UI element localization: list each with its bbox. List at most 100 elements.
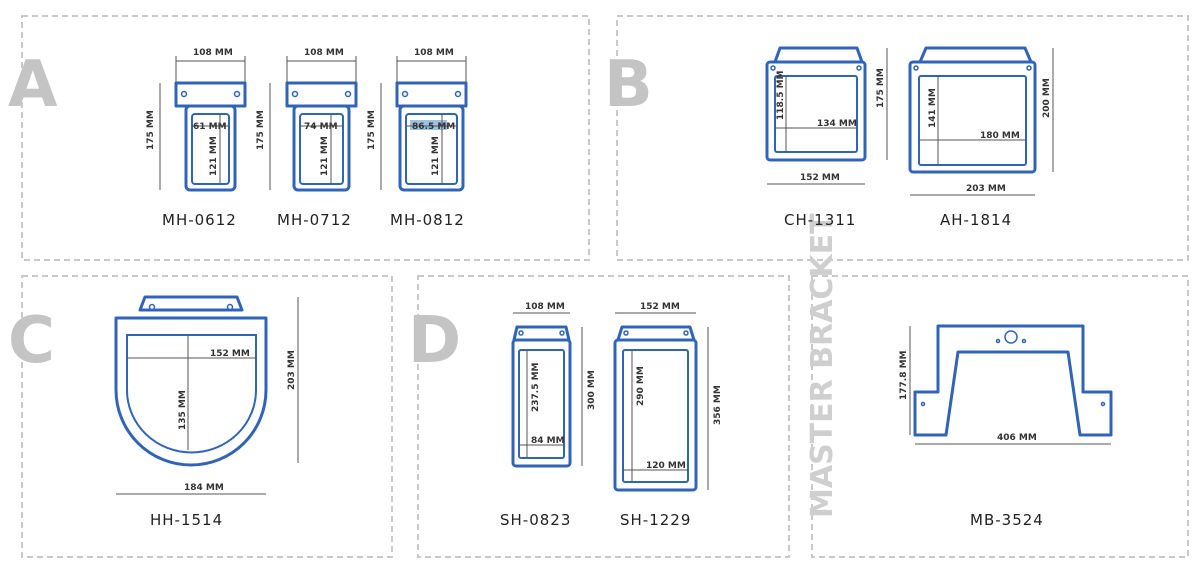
mh0812-height-label: 175 MM	[367, 110, 377, 150]
mh0812-width-label: 108 MM	[414, 48, 454, 58]
hh1514-inner-w-label: 152 MM	[210, 349, 250, 359]
sh1229-model-label: SH-1229	[620, 511, 691, 529]
hh1514-hole-right	[226, 303, 234, 311]
hh1514-height-label: 203 MM	[287, 350, 297, 390]
sh1229-width-label: 152 MM	[640, 302, 680, 312]
mh0712-height-label: 175 MM	[256, 110, 266, 150]
ch1311-model-label: CH-1311	[784, 211, 856, 229]
sh1229-hole-right	[683, 330, 689, 336]
mb3524-foot-hole-right	[1100, 401, 1106, 407]
ah1814-tab	[918, 46, 1033, 64]
mh0712-hole-left	[291, 90, 299, 98]
mh0612-inner-w-label: 61 MM	[193, 122, 227, 132]
hh1514-model-label: HH-1514	[150, 511, 223, 529]
sh0823-hole-right	[559, 330, 565, 336]
mh0612-model-label: MH-0612	[162, 211, 237, 229]
mb3524-hole-left	[995, 338, 1001, 344]
hoop-mh-0712: 108 MM 175 MM 74 MM 121 MM	[256, 48, 358, 192]
hh1514-inner-h-label: 135 MM	[178, 390, 188, 430]
ah1814-hole-right	[1026, 65, 1032, 71]
mh0712-frame	[292, 104, 351, 192]
sh1229-frame	[613, 338, 698, 492]
mh0612-hole-right	[233, 90, 241, 98]
mb3524-width-label: 406 MM	[997, 433, 1037, 443]
mb3524-center-hole	[1004, 330, 1018, 344]
hh1514-hole-left	[148, 303, 156, 311]
ah1814-inner-w-label: 180 MM	[980, 131, 1020, 141]
mb3524-body	[913, 324, 1113, 437]
hh1514-inner	[126, 334, 257, 454]
ch1311-width-label: 152 MM	[800, 173, 840, 183]
sh0823-hole-left	[518, 330, 524, 336]
ah1814-width-label: 203 MM	[966, 184, 1006, 194]
mb3524-height-label: 177.8 MM	[899, 350, 909, 400]
hh1514-tab	[138, 295, 244, 312]
ch1311-inner	[774, 75, 858, 153]
mb3524-hole-right	[1021, 338, 1027, 344]
ch1311-hole-right	[856, 65, 862, 71]
mh0612-frame	[184, 104, 237, 192]
hoop-sh-1229: 152 MM 356 MM 120 MM 290 MM	[613, 302, 723, 492]
panel-d-letter: D	[408, 304, 461, 378]
ch1311-hole-left	[770, 65, 776, 71]
mh0812-hole-right	[454, 90, 462, 98]
ah1814-inner	[918, 75, 1027, 166]
sh0823-width-label: 108 MM	[525, 302, 565, 312]
ch1311-inner-w-label: 134 MM	[817, 119, 857, 129]
panel-b-frame	[616, 15, 1189, 261]
sh1229-inner-w-label: 120 MM	[646, 461, 686, 471]
sh0823-height-label: 300 MM	[587, 370, 597, 410]
sh1229-inner-h-label: 290 MM	[636, 366, 646, 406]
hoop-ch-1311: 152 MM 175 MM 134 MM 118.5 MM	[765, 46, 888, 185]
ch1311-frame	[765, 60, 867, 162]
ch1311-inner-h-label: 118.5 MM	[776, 70, 786, 120]
hoop-hh-1514: 184 MM 203 MM 152 MM 135 MM	[114, 295, 299, 495]
hoop-mh-0612: 108 MM 175 MM 61 MM 121 MM	[146, 48, 247, 192]
sh0823-model-label: SH-0823	[500, 511, 571, 529]
mh0812-model-label: MH-0812	[390, 211, 465, 229]
mh0612-height-label: 175 MM	[146, 110, 156, 150]
mh0812-inner	[405, 113, 458, 185]
hoop-mh-0812: 108 MM 175 MM 86.5 MM 121 MM	[367, 48, 468, 192]
panel-mb-frame	[811, 275, 1189, 558]
ah1814-inner-h-label: 141 MM	[928, 88, 938, 128]
mh0612-width-label: 108 MM	[193, 48, 233, 58]
sh0823-inner	[518, 349, 565, 459]
mh0812-inner-w-highlight	[410, 120, 447, 130]
ch1311-height-label: 175 MM	[876, 68, 886, 108]
mh0812-hole-left	[401, 90, 409, 98]
sh0823-inner-h-label: 237.5 MM	[531, 362, 541, 412]
mh0712-inner-w-label: 74 MM	[304, 122, 338, 132]
hoop-sh-0823: 108 MM 300 MM 84 MM 237.5 MM	[511, 302, 597, 468]
mb3524-foot-hole-left	[920, 401, 926, 407]
mh0812-inner-h-label: 121 MM	[431, 136, 441, 176]
master-bracket-mb-3524: 406 MM 177.8 MM	[899, 324, 1113, 445]
mh0612-hole-left	[180, 90, 188, 98]
sh1229-hole-left	[623, 330, 629, 336]
sh0823-frame	[511, 338, 572, 468]
mh0712-width-label: 108 MM	[304, 48, 344, 58]
panel-c-letter: C	[8, 304, 55, 378]
mb3524-model-label: MB-3524	[970, 511, 1044, 529]
sh0823-inner-w-label: 84 MM	[531, 436, 565, 446]
mh0712-inner-h-label: 121 MM	[320, 136, 330, 176]
hh1514-frame	[114, 316, 268, 467]
panel-c-frame	[21, 275, 393, 558]
sh1229-inner	[622, 349, 689, 483]
panel-a-letter: A	[8, 48, 58, 122]
mh0712-model-label: MH-0712	[277, 211, 352, 229]
sh1229-height-label: 356 MM	[713, 385, 723, 425]
ch1311-tab	[773, 46, 864, 64]
mh0712-inner	[299, 113, 344, 185]
hh1514-width-label: 184 MM	[184, 483, 224, 493]
ah1814-hole-left	[913, 65, 919, 71]
sh1229-tab	[616, 325, 696, 342]
panel-d-frame	[417, 275, 790, 558]
mh0812-inner-w-label: 86.5 MM	[412, 122, 455, 132]
ah1814-model-label: AH-1814	[940, 211, 1012, 229]
ah1814-frame	[908, 60, 1037, 174]
mh0612-inner-h-label: 121 MM	[209, 136, 219, 176]
ah1814-height-label: 200 MM	[1042, 78, 1052, 118]
panel-a-frame	[21, 15, 590, 261]
